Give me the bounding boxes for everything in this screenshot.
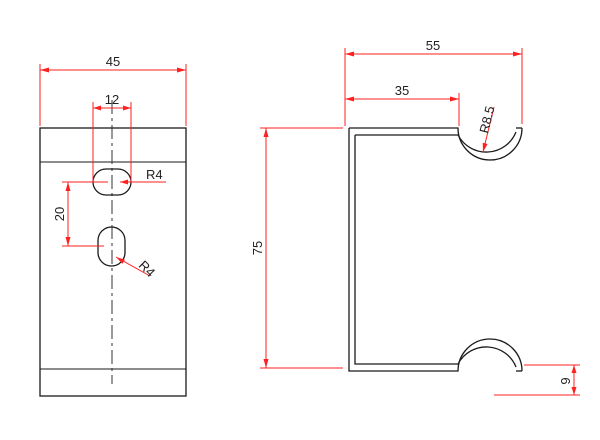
width-arrow-right bbox=[177, 67, 186, 73]
pitch-arrow-top bbox=[65, 182, 71, 191]
height-arrow-top bbox=[263, 128, 269, 137]
hook-depth-arrow-top bbox=[571, 365, 577, 373]
lower-radius-arrow bbox=[116, 257, 125, 264]
hook-depth-dimension-text: 9 bbox=[558, 377, 573, 384]
hook-radius-text: R8.5 bbox=[476, 104, 497, 134]
hook-depth-arrow-bottom bbox=[571, 387, 577, 395]
slot-width-arrow-right bbox=[123, 105, 131, 111]
hook-radius-arrow bbox=[482, 142, 488, 152]
pitch-arrow-bottom bbox=[65, 237, 71, 246]
lower-radius-text: R4 bbox=[136, 258, 158, 280]
pitch-dimension-text: 20 bbox=[52, 207, 67, 221]
length-arrow-left bbox=[345, 51, 354, 57]
height-arrow-bottom bbox=[263, 359, 269, 368]
front-view bbox=[39, 100, 187, 397]
side-view bbox=[348, 127, 523, 372]
front-view-outline bbox=[39, 127, 187, 397]
front-view-dimensions: 45 12 20 R4 R4 bbox=[39, 54, 187, 280]
inner-length-arrow-right bbox=[450, 96, 459, 102]
length-dimension-text: 55 bbox=[426, 38, 440, 53]
inner-length-dimension-text: 35 bbox=[395, 83, 409, 98]
bracket-inner-profile bbox=[354, 131, 517, 368]
bracket-outer-profile bbox=[348, 127, 523, 372]
upper-radius-arrow bbox=[120, 179, 128, 185]
height-dimension-text: 75 bbox=[250, 241, 265, 255]
side-view-dimensions: 55 35 R8.5 75 9 bbox=[250, 38, 580, 396]
width-arrow-left bbox=[40, 67, 49, 73]
length-arrow-right bbox=[513, 51, 522, 57]
slot-width-dimension-text: 12 bbox=[105, 92, 119, 107]
width-dimension-text: 45 bbox=[106, 54, 120, 69]
upper-radius-text: R4 bbox=[146, 167, 163, 182]
inner-length-arrow-left bbox=[345, 96, 354, 102]
slot-width-arrow-left bbox=[93, 105, 101, 111]
